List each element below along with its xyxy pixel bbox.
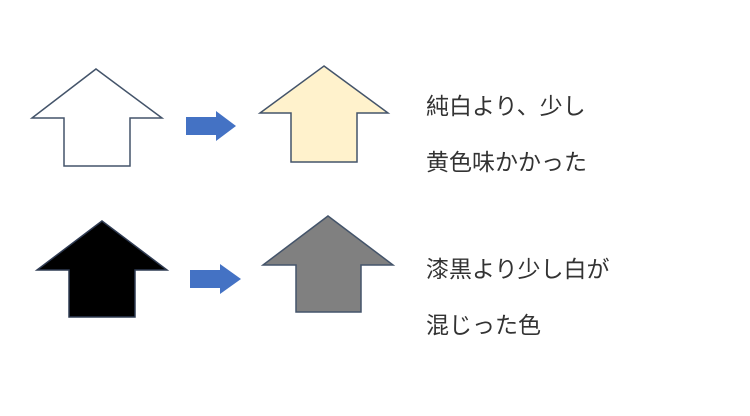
caption-line: 黄色味かかった [426,150,587,176]
up-arrow-gray [260,215,396,313]
up-arrow-cream [257,65,391,163]
row-white-to-cream: 純白より、少し 黄色味かかった [29,65,587,176]
right-arrow-icon [190,264,241,294]
caption-line: 漆黒より少し白が [426,257,610,283]
up-arrow-white [29,68,165,167]
row-black-to-gray: 漆黒より少し白が 混じった色 [34,215,610,339]
caption-line: 純白より、少し [426,94,586,120]
right-arrow-icon [186,111,236,141]
up-arrow-black [34,220,170,318]
caption-line: 混じった色 [426,313,541,339]
